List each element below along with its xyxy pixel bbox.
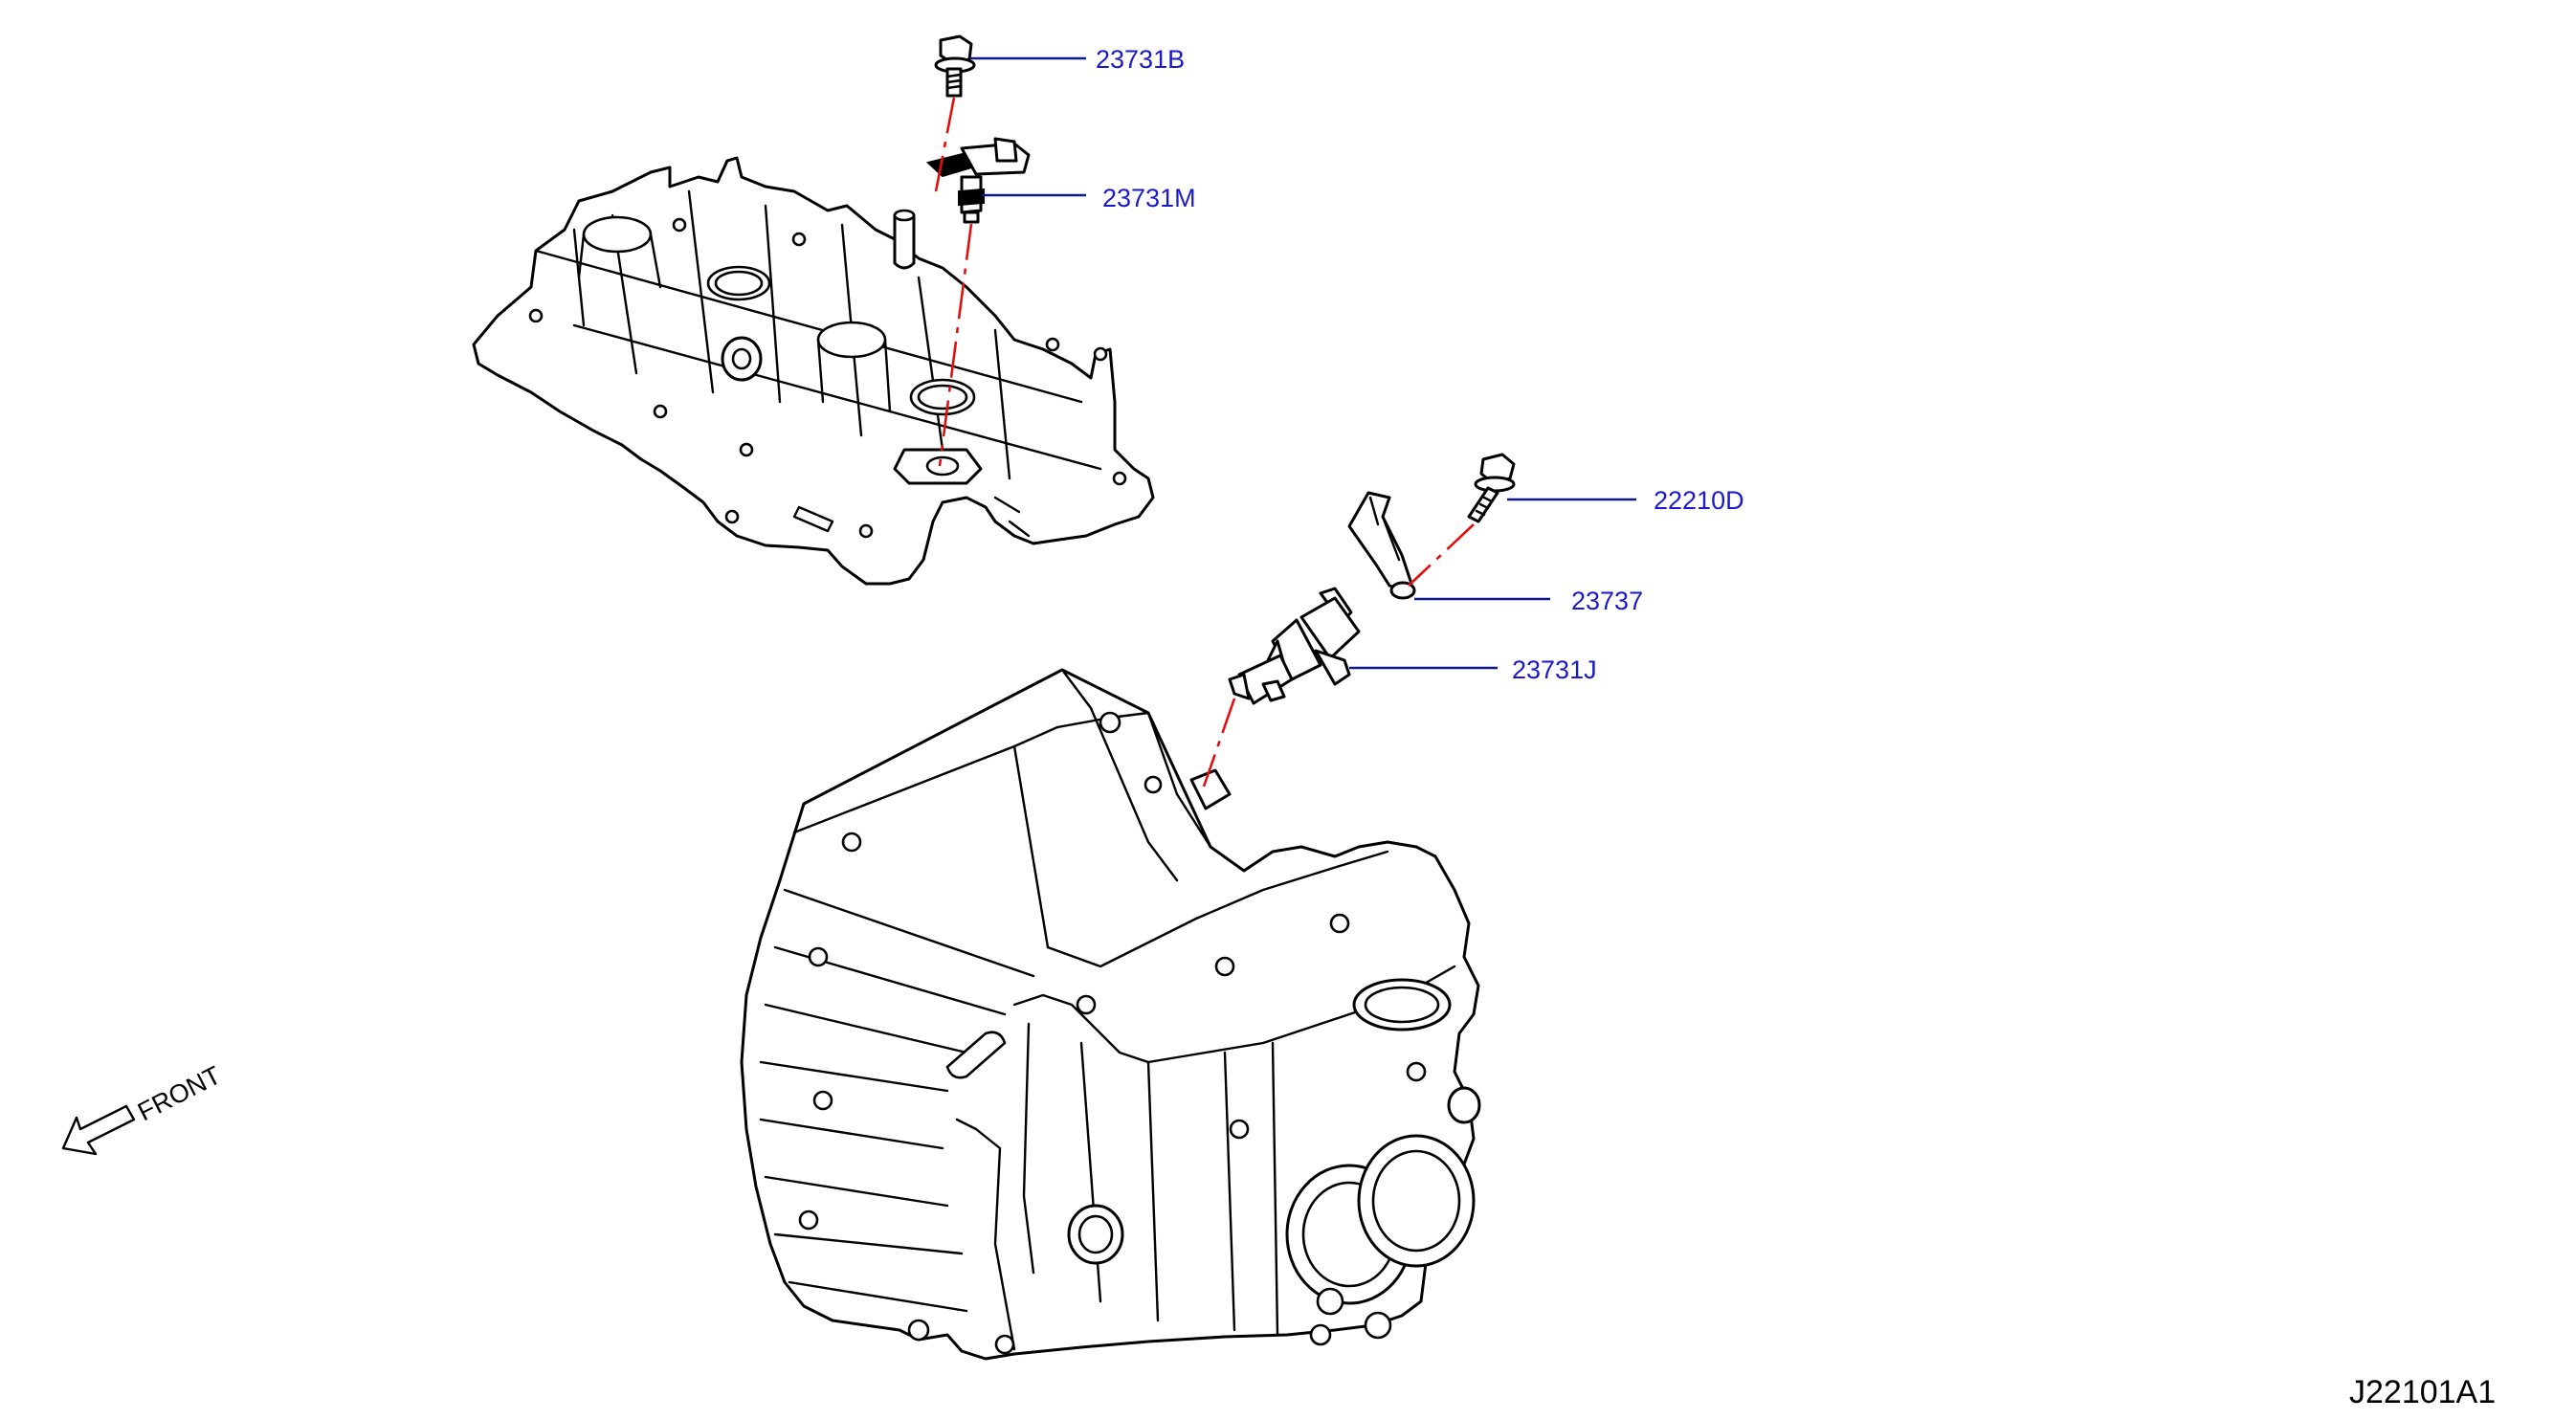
- diagram-code: J22101A1: [2349, 1374, 2496, 1410]
- callout-23731m[interactable]: 23731M: [1102, 184, 1196, 212]
- assembly-line-23731m: [934, 97, 956, 192]
- leader-lines: [970, 56, 1636, 670]
- callout-23737[interactable]: 23737: [1571, 587, 1643, 615]
- bracket-23737: [1347, 491, 1416, 600]
- assembly-line-23731m-to-cover: [938, 223, 973, 467]
- front-label: FRONT: [133, 1060, 225, 1126]
- transaxle-case: [740, 668, 1481, 1361]
- sensor-23731j: [1228, 587, 1361, 705]
- callout-23731j[interactable]: 23731J: [1512, 655, 1597, 684]
- callout-22210d[interactable]: 22210D: [1654, 486, 1744, 515]
- assembly-line-23731j: [1202, 698, 1236, 788]
- front-arrow-icon: [61, 1104, 136, 1156]
- sensor-23731m: [925, 137, 1031, 224]
- callout-23731b[interactable]: 23731B: [1096, 45, 1185, 74]
- cylinder-head-cover: [472, 156, 1155, 586]
- callouts: 23731B 23731M 22210D 23737 23731J: [1096, 45, 1744, 684]
- bolt-23731b: [934, 34, 976, 98]
- assembly-lines: [934, 97, 1475, 788]
- bolt-22210d: [1467, 453, 1516, 523]
- front-indicator: FRONT: [61, 1060, 226, 1156]
- assembly-line-22210d: [1408, 523, 1475, 587]
